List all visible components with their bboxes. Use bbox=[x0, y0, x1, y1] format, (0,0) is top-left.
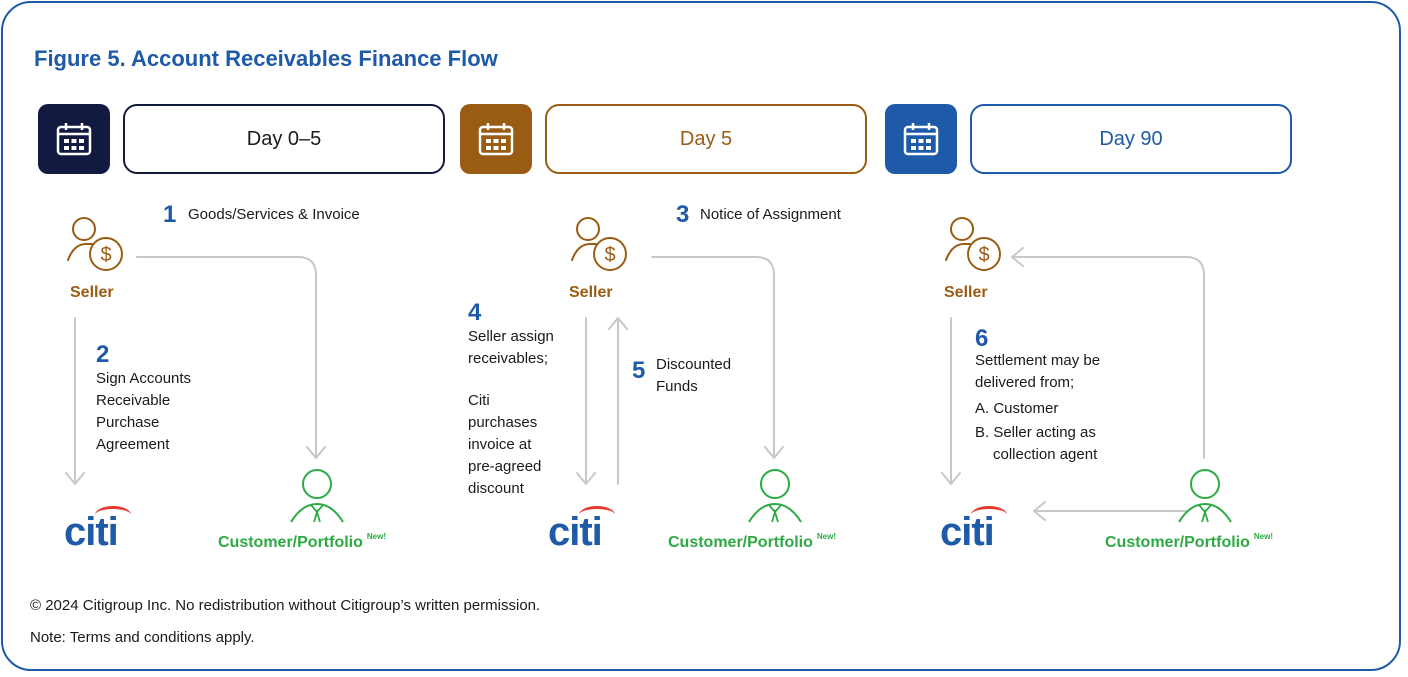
svg-text:$: $ bbox=[978, 244, 989, 266]
seller-label: Seller bbox=[70, 284, 114, 301]
step-2-number: 2 bbox=[96, 341, 110, 368]
svg-text:$: $ bbox=[604, 244, 615, 266]
new-badge: New! bbox=[1253, 532, 1274, 541]
calendar-icon bbox=[460, 104, 532, 174]
stage-pill-day-0-5: Day 0–5 bbox=[123, 104, 445, 174]
step-5-number: 5 bbox=[632, 357, 646, 384]
citi-logo: citi bbox=[548, 510, 603, 554]
citi-logo: citi bbox=[64, 510, 119, 554]
svg-text:$: $ bbox=[100, 244, 111, 266]
step-4-number: 4 bbox=[468, 299, 482, 326]
citi-logo: citi bbox=[940, 510, 995, 554]
customer-person-icon bbox=[290, 469, 344, 523]
seller-label: Seller bbox=[944, 284, 988, 301]
figure-title: Figure 5. Account Receivables Finance Fl… bbox=[34, 46, 498, 71]
citi-logo-arc bbox=[95, 506, 131, 524]
step-3-number: 3 bbox=[676, 201, 690, 228]
new-badge: New! bbox=[366, 532, 387, 541]
seller-dollar-icon: $ bbox=[67, 217, 123, 271]
seller-dollar-icon: $ bbox=[571, 217, 627, 271]
terms-note: Note: Terms and conditions apply. bbox=[30, 629, 255, 646]
calendar-icon bbox=[38, 104, 110, 174]
citi-logo-arc bbox=[579, 506, 615, 524]
step-1-text: Goods/Services & Invoice bbox=[188, 206, 360, 223]
step-6-number: 6 bbox=[975, 325, 989, 352]
step-1-number: 1 bbox=[163, 201, 177, 228]
calendar-icon bbox=[885, 104, 957, 174]
stage-pill-day-5: Day 5 bbox=[545, 104, 867, 174]
seller-dollar-icon: $ bbox=[945, 217, 1001, 271]
step-3-text: Notice of Assignment bbox=[700, 206, 841, 223]
copyright-note: © 2024 Citigroup Inc. No redistribution … bbox=[30, 597, 541, 614]
citi-logo-arc bbox=[971, 506, 1007, 524]
new-badge: New! bbox=[816, 532, 837, 541]
customer-person-icon bbox=[748, 469, 802, 523]
stage-pill-day-90: Day 90 bbox=[970, 104, 1292, 174]
seller-label: Seller bbox=[569, 284, 613, 301]
customer-person-icon bbox=[1178, 469, 1232, 523]
